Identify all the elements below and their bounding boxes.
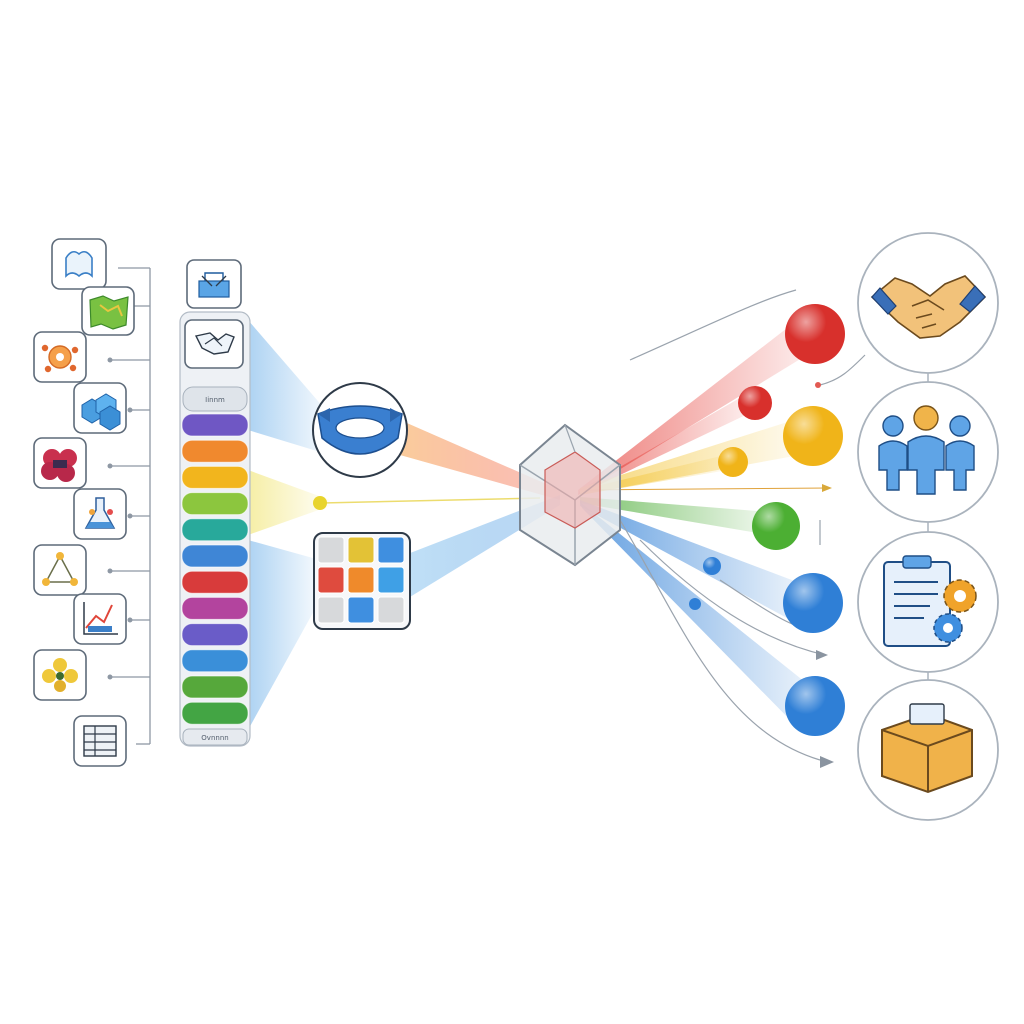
arrow-to-people (816, 650, 828, 660)
ray-orange-line (579, 487, 831, 491)
beam-stack-to-ring (248, 320, 330, 455)
laboratory-flask-icon (73, 488, 127, 540)
crimson-flower-icon (33, 437, 87, 489)
stack-footer-pill (182, 728, 248, 746)
stack-bar-2 (181, 439, 249, 463)
stack-bar-6 (181, 544, 249, 568)
grid-cell-2 (347, 536, 375, 564)
clipboard-gears-icon (857, 531, 999, 673)
delivery-box-icon (857, 679, 999, 821)
green-map-icon (81, 286, 135, 336)
yellow-dot (313, 496, 327, 510)
ray-green (580, 497, 770, 535)
arrow-orange (822, 484, 832, 492)
stack-bar-4 (181, 492, 249, 516)
stack-footer-label: Ovnnnn (201, 734, 228, 742)
blue-cubes-icon (73, 382, 127, 434)
grid-cells (317, 536, 405, 624)
stack-bar-10 (181, 649, 249, 673)
stack-header-label: Iinnm (205, 396, 225, 404)
connector-lines (619, 289, 866, 761)
beam-yellow-line (321, 497, 541, 504)
grid-cell-5 (347, 566, 375, 594)
outcome-column (857, 232, 999, 821)
beam-stack-to-grid (248, 540, 320, 730)
beam-stack-to-center (248, 470, 330, 535)
grid-cell-1 (317, 536, 345, 564)
yellow-flower-icon (33, 649, 87, 701)
ray-red-2 (578, 395, 752, 495)
stack-bar-5 (181, 518, 249, 542)
stack-bar-7 (181, 570, 249, 594)
grid-cell-8 (347, 596, 375, 624)
grid-cell-7 (317, 596, 345, 624)
stack-bar-12 (181, 701, 249, 725)
sphere-shine-3 (783, 406, 843, 466)
triangle-network-icon (33, 544, 87, 596)
stack-bar-8 (181, 596, 249, 620)
grid-cell-4 (317, 566, 345, 594)
stack-header-pill (182, 386, 248, 412)
ray-blue-2 (580, 502, 815, 730)
grid-cell-3 (377, 536, 405, 564)
layer-stack: Iinnm Ovnnnn (179, 259, 251, 747)
handshake-outline-icon (184, 319, 244, 369)
stack-bar-1 (181, 413, 249, 437)
stack-bar-11 (181, 675, 249, 699)
ray-red (578, 318, 815, 495)
sphere-shine-8 (785, 676, 845, 736)
toolbox-icon (186, 259, 242, 309)
connector-dot-red (815, 382, 821, 388)
ray-yellow (580, 418, 800, 495)
spheres (689, 304, 845, 736)
stack-bar-3 (181, 465, 249, 489)
orange-network-icon (33, 331, 87, 383)
document-table-icon (73, 715, 127, 767)
cloud-outline-icon (51, 238, 107, 290)
sphere-shine-1 (785, 304, 845, 364)
left-icon-column (33, 238, 135, 767)
arrow-to-box (820, 756, 834, 768)
color-grid-icon (313, 532, 411, 630)
ray-blue-1 (580, 500, 805, 625)
line-chart-icon (73, 593, 127, 645)
sphere-small-blue (689, 598, 701, 610)
handshake-icon (857, 232, 999, 374)
stack-bar-9 (181, 623, 249, 647)
prism-cube-icon (519, 423, 621, 567)
sphere-shine-7 (783, 573, 843, 633)
stack-bars (181, 413, 249, 725)
sphere-shine-5 (752, 502, 800, 550)
team-people-icon (857, 381, 999, 523)
sphere-shine-4 (718, 447, 748, 477)
blue-ring-icon (312, 382, 408, 478)
grid-cell-9 (377, 596, 405, 624)
grid-cell-6 (377, 566, 405, 594)
sphere-shine-6 (703, 557, 721, 575)
sphere-shine-2 (738, 386, 772, 420)
